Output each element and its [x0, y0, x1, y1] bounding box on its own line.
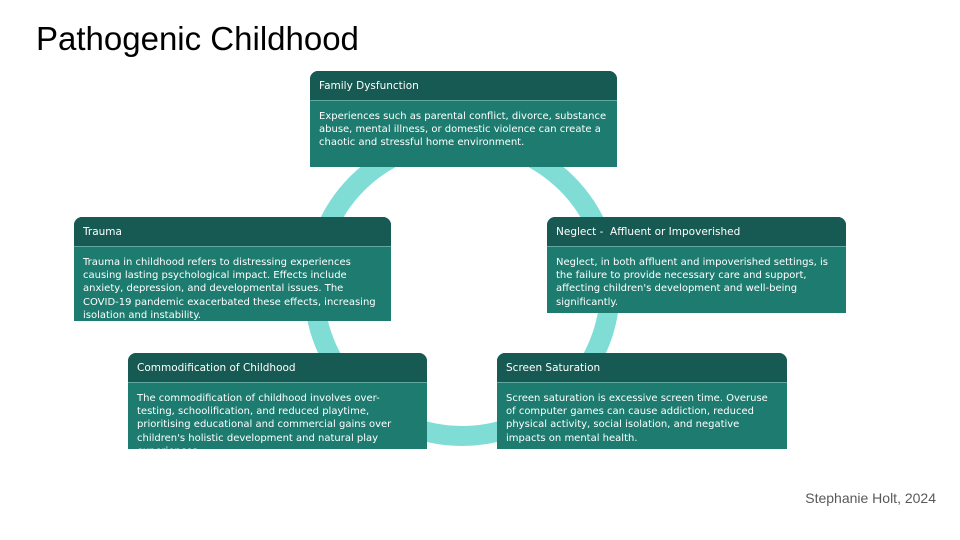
card-screen-saturation-body: Screen saturation is excessive screen ti… — [506, 393, 768, 444]
card-commodification-title: Commodification of Childhood — [128, 353, 427, 383]
card-trauma-title: Trauma — [74, 217, 391, 247]
card-neglect-title: Neglect - Affluent or Impoverished — [547, 217, 846, 247]
card-trauma: Trauma Trauma in childhood refers to dis… — [74, 217, 391, 321]
slide-title: Pathogenic Childhood — [36, 20, 359, 57]
card-family-dysfunction-title: Family Dysfunction — [310, 71, 617, 101]
card-trauma-body: Trauma in childhood refers to distressin… — [83, 257, 376, 321]
card-screen-saturation-title: Screen Saturation — [497, 353, 787, 383]
card-commodification-body: The commodification of childhood involve… — [137, 393, 392, 449]
card-neglect-body: Neglect, in both affluent and impoverish… — [556, 257, 828, 308]
card-family-dysfunction-body: Experiences such as parental conflict, d… — [319, 111, 607, 149]
author-credit: Stephanie Holt, 2024 — [805, 490, 936, 506]
card-screen-saturation: Screen Saturation Screen saturation is e… — [497, 353, 787, 449]
card-neglect: Neglect - Affluent or Impoverished Negle… — [547, 217, 846, 313]
card-commodification: Commodification of Childhood The commodi… — [128, 353, 427, 449]
card-family-dysfunction: Family Dysfunction Experiences such as p… — [310, 71, 617, 167]
